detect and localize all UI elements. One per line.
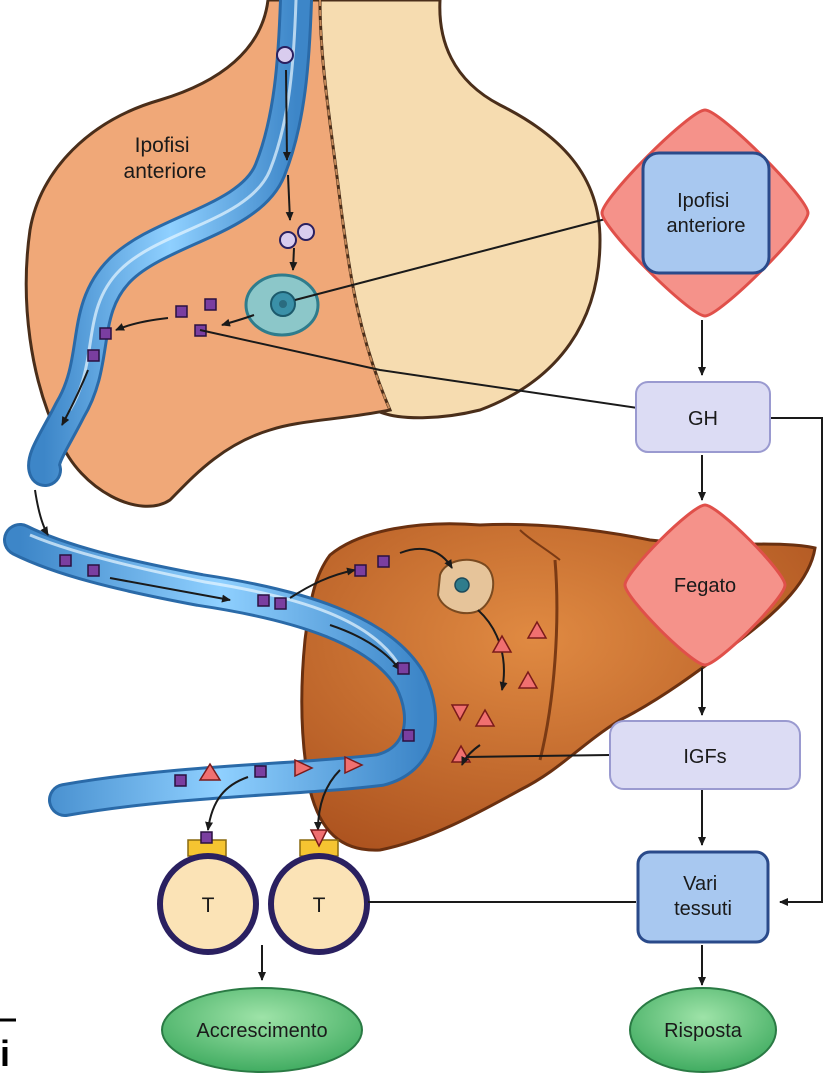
somatotroph-cell [246,275,318,335]
flow-node-igfs: IGFs [610,721,800,789]
flow-node-igfs-label: IGFs [683,746,726,768]
target-cell-1-label: T [202,894,215,917]
target-cell-1: T [160,832,256,952]
flow-node-tissues: Vari tessuti [638,852,768,942]
flow-node-gh: GH [636,382,770,452]
flow-node-liver-label: Fegato [674,575,736,597]
target-cell-2-label: T [313,894,326,917]
growth-node-label: Accrescimento [196,1020,327,1042]
flow-node-response: Risposta [630,988,776,1072]
flow-node-response-label: Risposta [664,1020,743,1042]
growth-node: Accrescimento [162,988,362,1072]
pituitary-illustration: Ipofisi anteriore [26,0,600,506]
page-edge-text: i [0,1036,10,1072]
flow-node-gh-label: GH [688,408,718,430]
hepatocyte-cell [438,560,493,613]
flow-node-pituitary: Ipofisi anteriore [602,110,808,316]
